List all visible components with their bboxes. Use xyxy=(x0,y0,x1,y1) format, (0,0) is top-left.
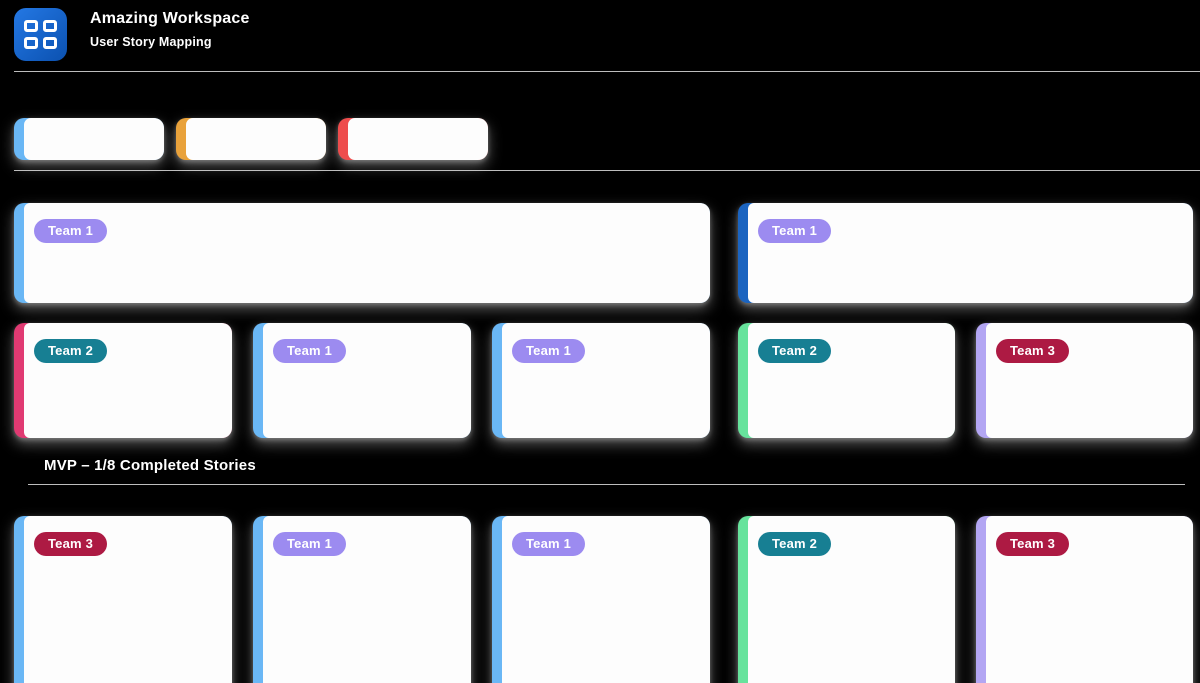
card-group: Team 2 Team 1 Team 1 xyxy=(14,323,710,438)
story-card-body: Team 1 xyxy=(502,323,710,438)
activity-card-body xyxy=(186,118,326,160)
team-badge: Team 1 xyxy=(273,532,347,556)
grid-icon-cell xyxy=(43,37,57,49)
team-badge: Team 3 xyxy=(34,532,108,556)
team-badge: Team 1 xyxy=(758,219,832,243)
activity-card-body xyxy=(348,118,488,160)
team-badge: Team 3 xyxy=(996,339,1070,363)
activities-divider xyxy=(14,170,1200,171)
story-card[interactable]: Team 1 xyxy=(253,516,471,683)
grid-icon-cell xyxy=(24,37,38,49)
card-group: Team 1 xyxy=(14,203,710,303)
team-badge: Team 1 xyxy=(273,339,347,363)
header-text: Amazing Workspace User Story Mapping xyxy=(90,8,250,49)
workspace-grid-icon xyxy=(14,8,67,61)
activities-row xyxy=(14,118,1200,160)
story-card[interactable]: Team 2 xyxy=(14,323,232,438)
activity-card[interactable] xyxy=(338,118,488,160)
story-card[interactable]: Team 1 xyxy=(738,203,1193,303)
stories-row: Team 2 Team 1 Team 1 Team 2 Team 3 xyxy=(14,323,1193,438)
story-card-body: Team 3 xyxy=(986,323,1193,438)
activity-card[interactable] xyxy=(14,118,164,160)
story-card[interactable]: Team 2 xyxy=(738,323,955,438)
story-card-body: Team 2 xyxy=(24,323,232,438)
story-card-body: Team 1 xyxy=(263,323,471,438)
story-card[interactable]: Team 1 xyxy=(14,203,710,303)
epics-row: Team 1 Team 1 xyxy=(14,203,1193,303)
story-map-board: Team 1 Team 1 Team 2 Team 1 Team 1 Team … xyxy=(0,203,1200,683)
app-subtitle: User Story Mapping xyxy=(90,35,212,49)
app-title: Amazing Workspace xyxy=(90,10,250,27)
story-card-body: Team 1 xyxy=(263,516,471,683)
story-card[interactable]: Team 3 xyxy=(14,516,232,683)
story-card-body: Team 3 xyxy=(24,516,232,683)
team-badge: Team 2 xyxy=(758,532,832,556)
team-badge: Team 1 xyxy=(34,219,108,243)
story-card[interactable]: Team 1 xyxy=(253,323,471,438)
app-header: Amazing Workspace User Story Mapping xyxy=(0,0,1200,61)
story-card[interactable]: Team 2 xyxy=(738,516,955,683)
header-divider xyxy=(14,71,1200,72)
mvp-section-label: MVP – 1/8 Completed Stories xyxy=(44,457,256,474)
story-card-body: Team 2 xyxy=(748,323,955,438)
story-card-body: Team 3 xyxy=(986,516,1193,683)
card-group: Team 2 Team 3 xyxy=(738,516,1193,683)
mvp-divider xyxy=(28,484,1185,485)
story-card-body: Team 1 xyxy=(502,516,710,683)
team-badge: Team 2 xyxy=(34,339,108,363)
card-group: Team 2 Team 3 xyxy=(738,323,1193,438)
grid-icon-cell xyxy=(43,20,57,32)
story-card[interactable]: Team 3 xyxy=(976,323,1193,438)
activity-card[interactable] xyxy=(176,118,326,160)
team-badge: Team 2 xyxy=(758,339,832,363)
story-card-body: Team 1 xyxy=(24,203,710,303)
activity-card-body xyxy=(24,118,164,160)
team-badge: Team 3 xyxy=(996,532,1070,556)
story-card-body: Team 1 xyxy=(748,203,1193,303)
story-card[interactable]: Team 1 xyxy=(492,323,710,438)
story-card-body: Team 2 xyxy=(748,516,955,683)
card-group: Team 3 Team 1 Team 1 xyxy=(14,516,710,683)
mvp-stories-row: Team 3 Team 1 Team 1 Team 2 Team 3 xyxy=(14,516,1193,683)
card-group: Team 1 xyxy=(738,203,1193,303)
story-card[interactable]: Team 3 xyxy=(976,516,1193,683)
team-badge: Team 1 xyxy=(512,532,586,556)
team-badge: Team 1 xyxy=(512,339,586,363)
grid-icon-cell xyxy=(24,20,38,32)
story-card[interactable]: Team 1 xyxy=(492,516,710,683)
